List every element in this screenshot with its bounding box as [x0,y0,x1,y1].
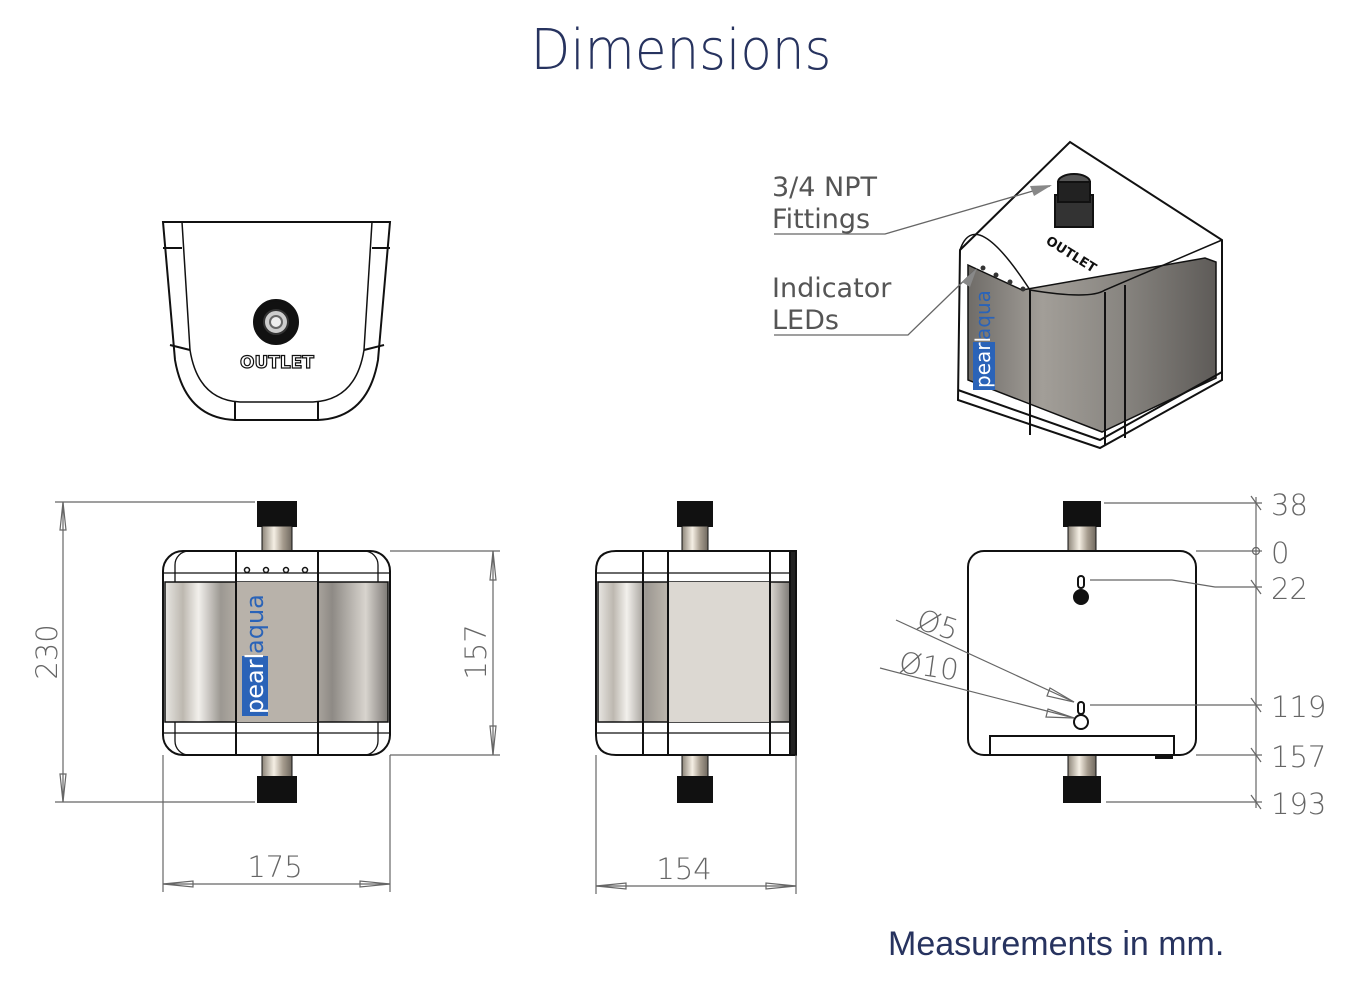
indicator-leds [980,265,1026,292]
brand-aqua-3d: aqua [971,290,995,340]
dimension-lines [55,495,1262,894]
keyhole-lower-icon [1073,701,1089,730]
brand-pearl: pearl [241,653,269,714]
dimension-labels: 230 157 175 154 Ø5 Ø10 38 0 22 119 157 1… [30,488,1326,886]
top-view: OUTLET [161,221,392,421]
callout-fittings-line2: Fittings [772,204,870,235]
page-title: Dimensions [530,18,832,83]
ladder-22: 22 [1271,572,1308,606]
isometric-view: OUTLET pearl aqua [956,140,1223,450]
outlet-label: OUTLET [240,353,314,373]
dim-hole-small: Ø5 [913,602,963,647]
dim-hole-large: Ø10 [897,645,961,687]
callouts: 3/4 NPT Fittings Indicator LEDs [772,172,1052,336]
front-view: pearl aqua [162,501,391,803]
top-fitting-icon [257,501,297,527]
units-note: Measurements in mm. [888,925,1225,963]
dim-width: 175 [247,850,302,884]
keyhole-upper-icon [1073,575,1089,605]
bottom-fitting-icon [257,776,297,803]
dim-body-height: 157 [459,624,493,679]
ladder-193: 193 [1271,787,1326,821]
back-view [967,501,1197,803]
side-view [595,501,797,803]
callout-fittings-line1: 3/4 NPT [772,172,878,203]
ladder-157: 157 [1271,740,1326,774]
ladder-119: 119 [1271,690,1326,724]
callout-leds-line1: Indicator [772,273,892,304]
brand-pearl-3d: pearl [971,337,995,388]
brand-aqua: aqua [241,594,269,654]
dim-depth: 154 [656,852,711,886]
ladder-0: 0 [1271,536,1289,570]
ladder-38: 38 [1271,488,1308,522]
indicator-leds-front [243,566,309,574]
callout-leds-line2: LEDs [772,305,839,336]
dim-overall-height: 230 [30,624,64,679]
